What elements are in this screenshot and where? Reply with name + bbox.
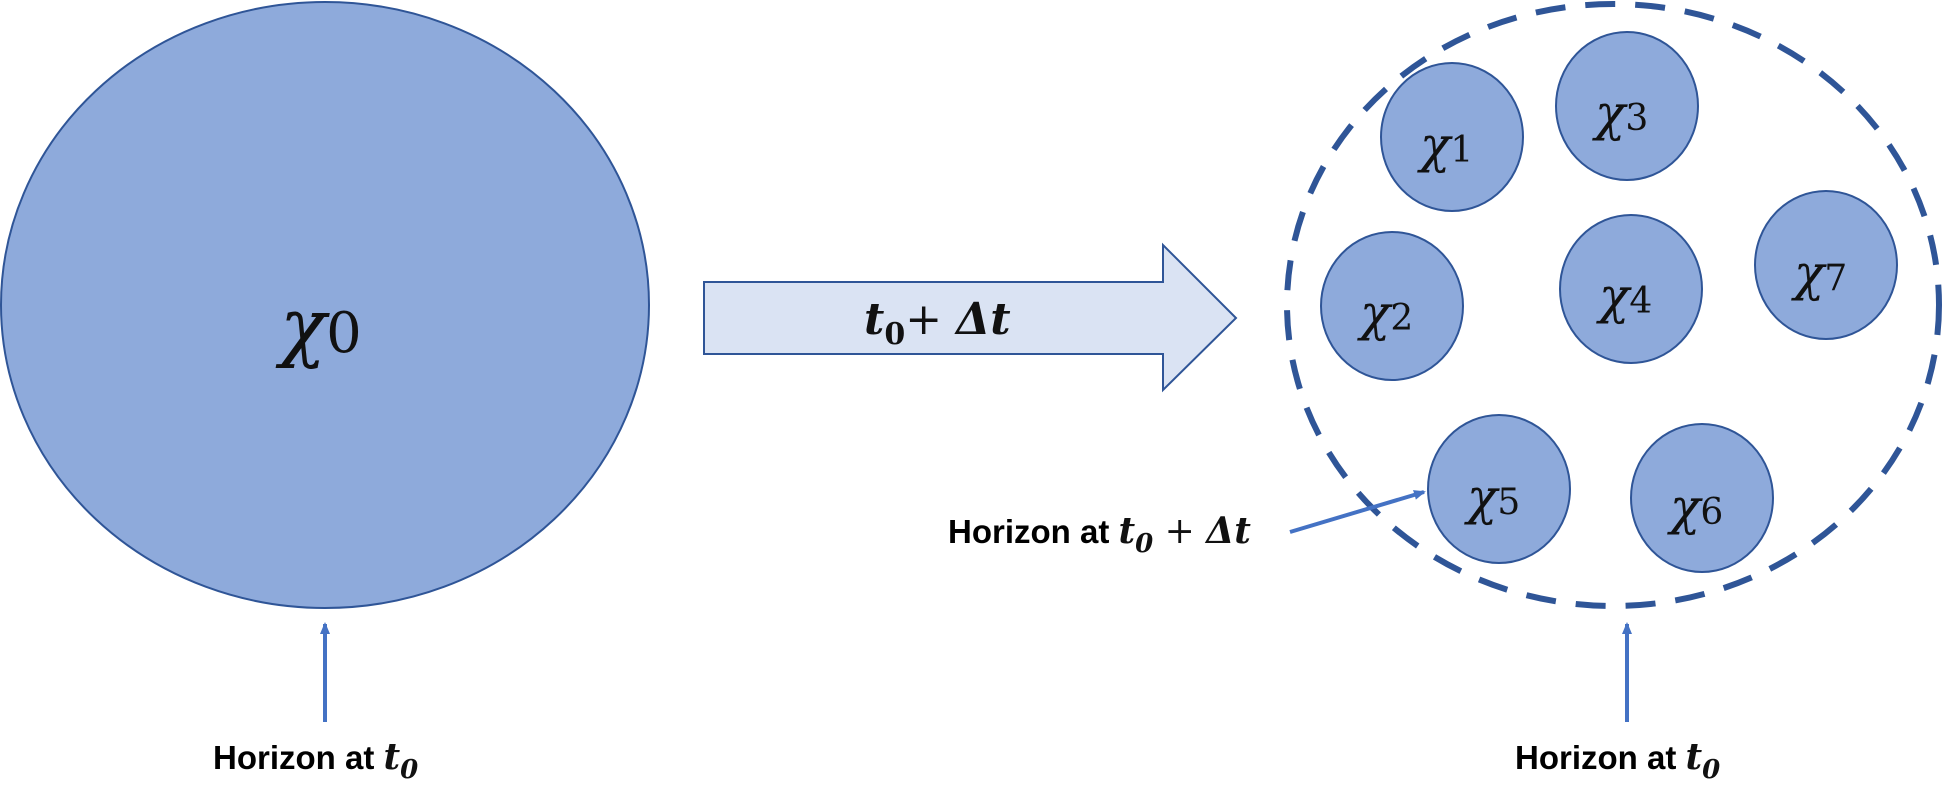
svg-text:χ5: χ5	[1464, 468, 1520, 526]
cell-chi-6	[1630, 423, 1774, 573]
horizon-new-pointer	[1289, 490, 1426, 534]
svg-text:χ7: χ7	[1791, 244, 1847, 302]
big-cell-label: χ0	[275, 281, 362, 370]
dashed-horizon	[1284, 1, 1942, 609]
cell-chi-3	[1555, 31, 1699, 181]
time-evolution-arrow	[703, 242, 1238, 393]
cell-chi-5	[1427, 414, 1571, 564]
big-cell	[0, 1, 650, 609]
svg-text:χ3: χ3	[1592, 84, 1648, 142]
svg-text:χ1: χ1	[1417, 116, 1473, 174]
horizon-left-label: Horizon at t0	[213, 736, 418, 785]
svg-text:χ2: χ2	[1357, 284, 1413, 342]
svg-text:χ6: χ6	[1667, 478, 1723, 536]
cell-chi-2	[1320, 231, 1464, 381]
horizon-right-label: Horizon at t0	[1515, 736, 1720, 785]
cell-chi-7	[1754, 190, 1898, 340]
svg-text:χ4: χ4	[1596, 267, 1652, 325]
small-cells: χ1 χ2 χ3 χ4 χ5 χ6 χ7	[1320, 31, 1898, 573]
cell-chi-4	[1559, 214, 1703, 364]
time-evolution-label: t0+ Δt	[864, 294, 1011, 352]
cell-chi-1	[1380, 62, 1524, 212]
horizon-new-label: Horizon at t0 + Δt	[948, 510, 1251, 559]
